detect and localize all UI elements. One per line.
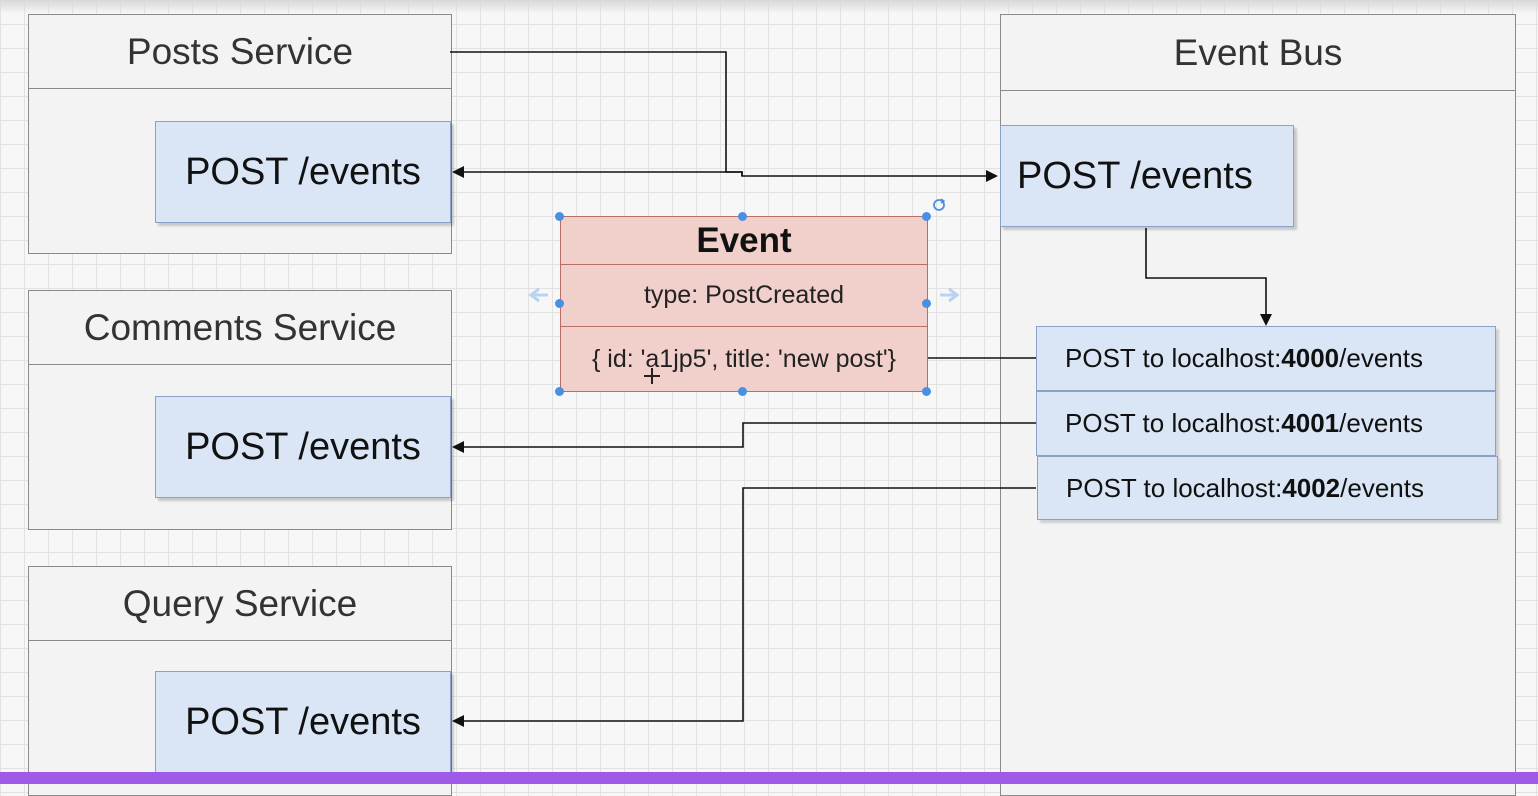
forward-4000-suffix: /events (1339, 343, 1423, 373)
forward-4001-suffix: /events (1339, 408, 1423, 438)
forward-4000-prefix: POST to localhost: (1065, 343, 1282, 373)
forward-4002-prefix: POST to localhost: (1066, 472, 1283, 503)
connector-to-posts-endpoint (452, 166, 743, 178)
posts-endpoint[interactable]: POST /events (155, 121, 451, 223)
event-object[interactable]: Event type: PostCreated { id: 'a1jp5', t… (560, 216, 928, 392)
forward-4002[interactable]: POST to localhost:4002/events (1037, 456, 1498, 520)
selection-handle-tm[interactable] (738, 212, 747, 221)
selection-handle-bl[interactable] (555, 387, 564, 396)
forward-4001[interactable]: POST to localhost:4001/events (1036, 391, 1496, 456)
connector-bus-to-forwards (1145, 228, 1272, 326)
selection-handle-ml[interactable] (555, 299, 564, 308)
selection-handle-mr[interactable] (922, 299, 931, 308)
bottom-bar (0, 772, 1538, 784)
selection-handle-tl[interactable] (555, 212, 564, 221)
forward-4002-port: 4002 (1282, 472, 1341, 503)
forward-4000-port: 4000 (1281, 343, 1340, 373)
event-bus-title: Event Bus (1001, 15, 1515, 91)
query-service-title: Query Service (29, 567, 451, 641)
forward-4001-prefix: POST to localhost: (1065, 408, 1282, 438)
connector-4001 (452, 422, 1036, 453)
forward-4000[interactable]: POST to localhost:4000/events (1036, 326, 1496, 391)
event-payload: { id: 'a1jp5', title: 'new post'} (591, 344, 896, 373)
query-endpoint[interactable]: POST /events (155, 671, 451, 773)
comments-endpoint[interactable]: POST /events (155, 396, 451, 498)
event-type: type: PostCreated (561, 265, 927, 327)
comments-service-title: Comments Service (29, 291, 451, 365)
connector-4002 (452, 487, 1036, 727)
connector-posts-to-bus (450, 51, 998, 182)
selection-handle-br[interactable] (922, 387, 931, 396)
event-bus-endpoint[interactable]: POST /events (1000, 125, 1294, 227)
top-shade (0, 0, 1538, 14)
posts-service-title: Posts Service (29, 15, 451, 89)
forward-4002-suffix: /events (1340, 472, 1424, 503)
selection-handle-tr[interactable] (922, 212, 931, 221)
selection-handle-bm[interactable] (738, 387, 747, 396)
forward-4001-port: 4001 (1281, 408, 1340, 438)
event-title: Event (561, 217, 927, 265)
